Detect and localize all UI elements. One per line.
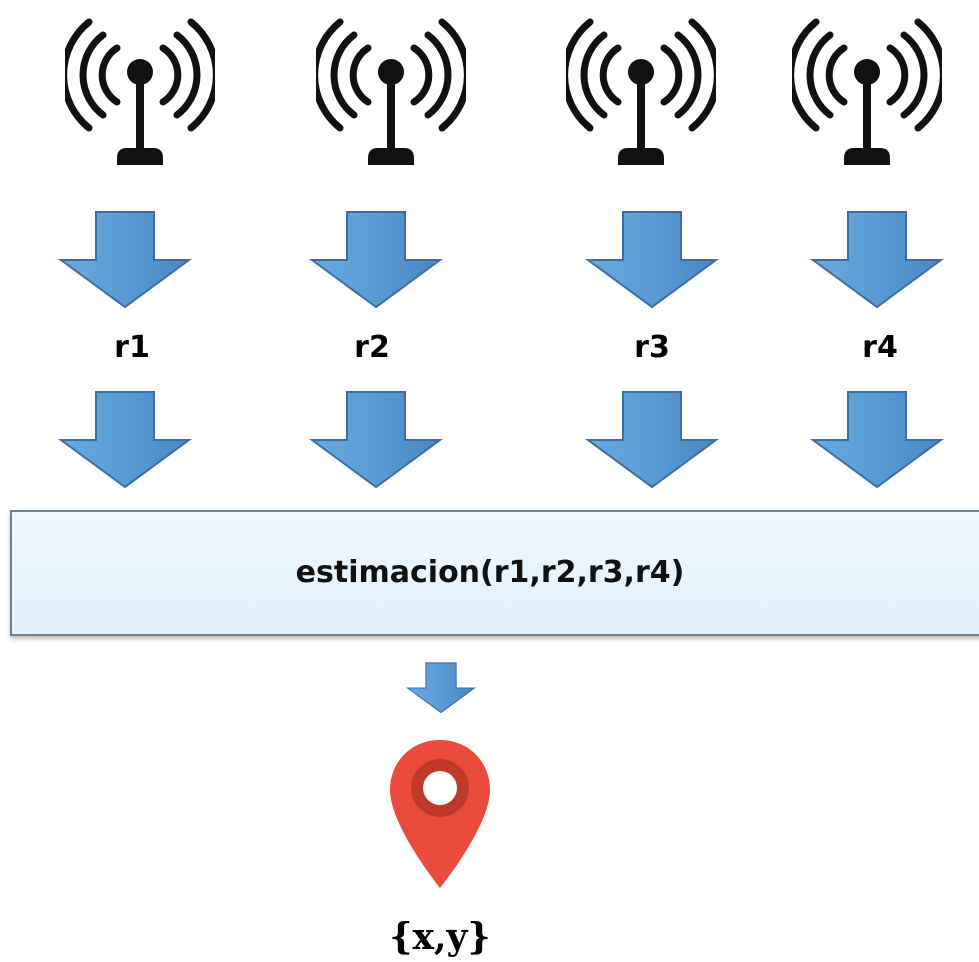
antenna-icon-3 [566, 10, 716, 170]
down-arrow-icon-small [406, 660, 476, 716]
antenna-icon-1 [65, 10, 215, 170]
output-coordinates: {x,y} [389, 916, 491, 958]
down-arrow-icon-6 [309, 390, 443, 490]
down-arrow-icon-2 [309, 210, 443, 310]
estimation-label: estimacion(r1,r2,r3,r4) [295, 555, 685, 590]
label-r4: r4 [862, 330, 898, 365]
down-arrow-icon-7 [585, 390, 719, 490]
estimation-box [10, 510, 979, 636]
down-arrow-icon-1 [58, 210, 192, 310]
antenna-icon-2 [316, 10, 466, 170]
down-arrow-icon-5 [58, 390, 192, 490]
antenna-icon-4 [792, 10, 942, 170]
label-r3: r3 [634, 330, 670, 365]
down-arrow-icon-3 [585, 210, 719, 310]
label-r1: r1 [114, 330, 150, 365]
label-r2: r2 [354, 330, 390, 365]
location-pin-icon [390, 740, 490, 888]
down-arrow-icon-8 [810, 390, 944, 490]
down-arrow-icon-4 [810, 210, 944, 310]
